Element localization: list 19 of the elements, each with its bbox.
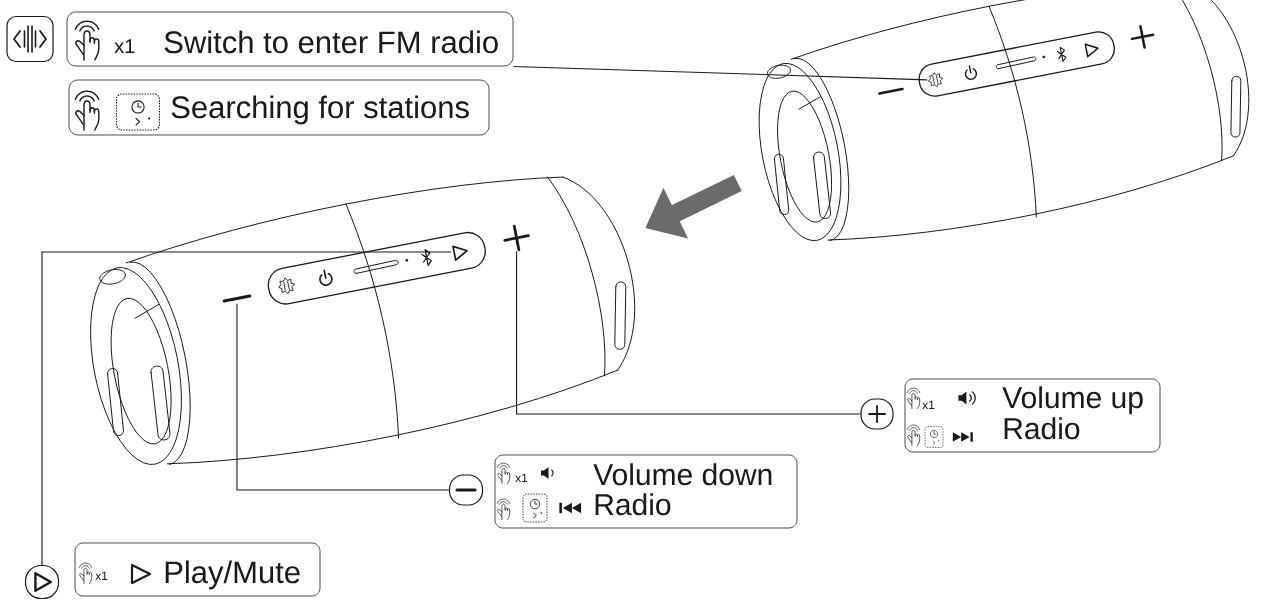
callout-box: x1 Volume up Radio	[904, 378, 1161, 453]
mode-button	[927, 72, 943, 88]
leader-line	[512, 65, 928, 81]
plus-mark	[503, 224, 530, 252]
callout-box: x1 Switch to enter FM radio	[66, 11, 514, 67]
callout-box: Searching for stations	[68, 79, 490, 136]
minus-icon	[448, 474, 484, 506]
speaker-drawing	[758, 0, 1250, 242]
callout-box: x1 Play/Mute	[74, 542, 321, 597]
speaker-drawing	[90, 176, 636, 465]
play-icon	[24, 564, 60, 600]
minus-mark	[222, 294, 252, 303]
waveform-icon	[6, 15, 54, 63]
callout-box: x1 Volume down Radio	[494, 454, 798, 529]
play-button	[452, 245, 468, 261]
leader-line	[41, 251, 452, 566]
plus-icon	[860, 398, 894, 430]
leader-line	[236, 303, 450, 491]
leader-line	[516, 250, 861, 415]
